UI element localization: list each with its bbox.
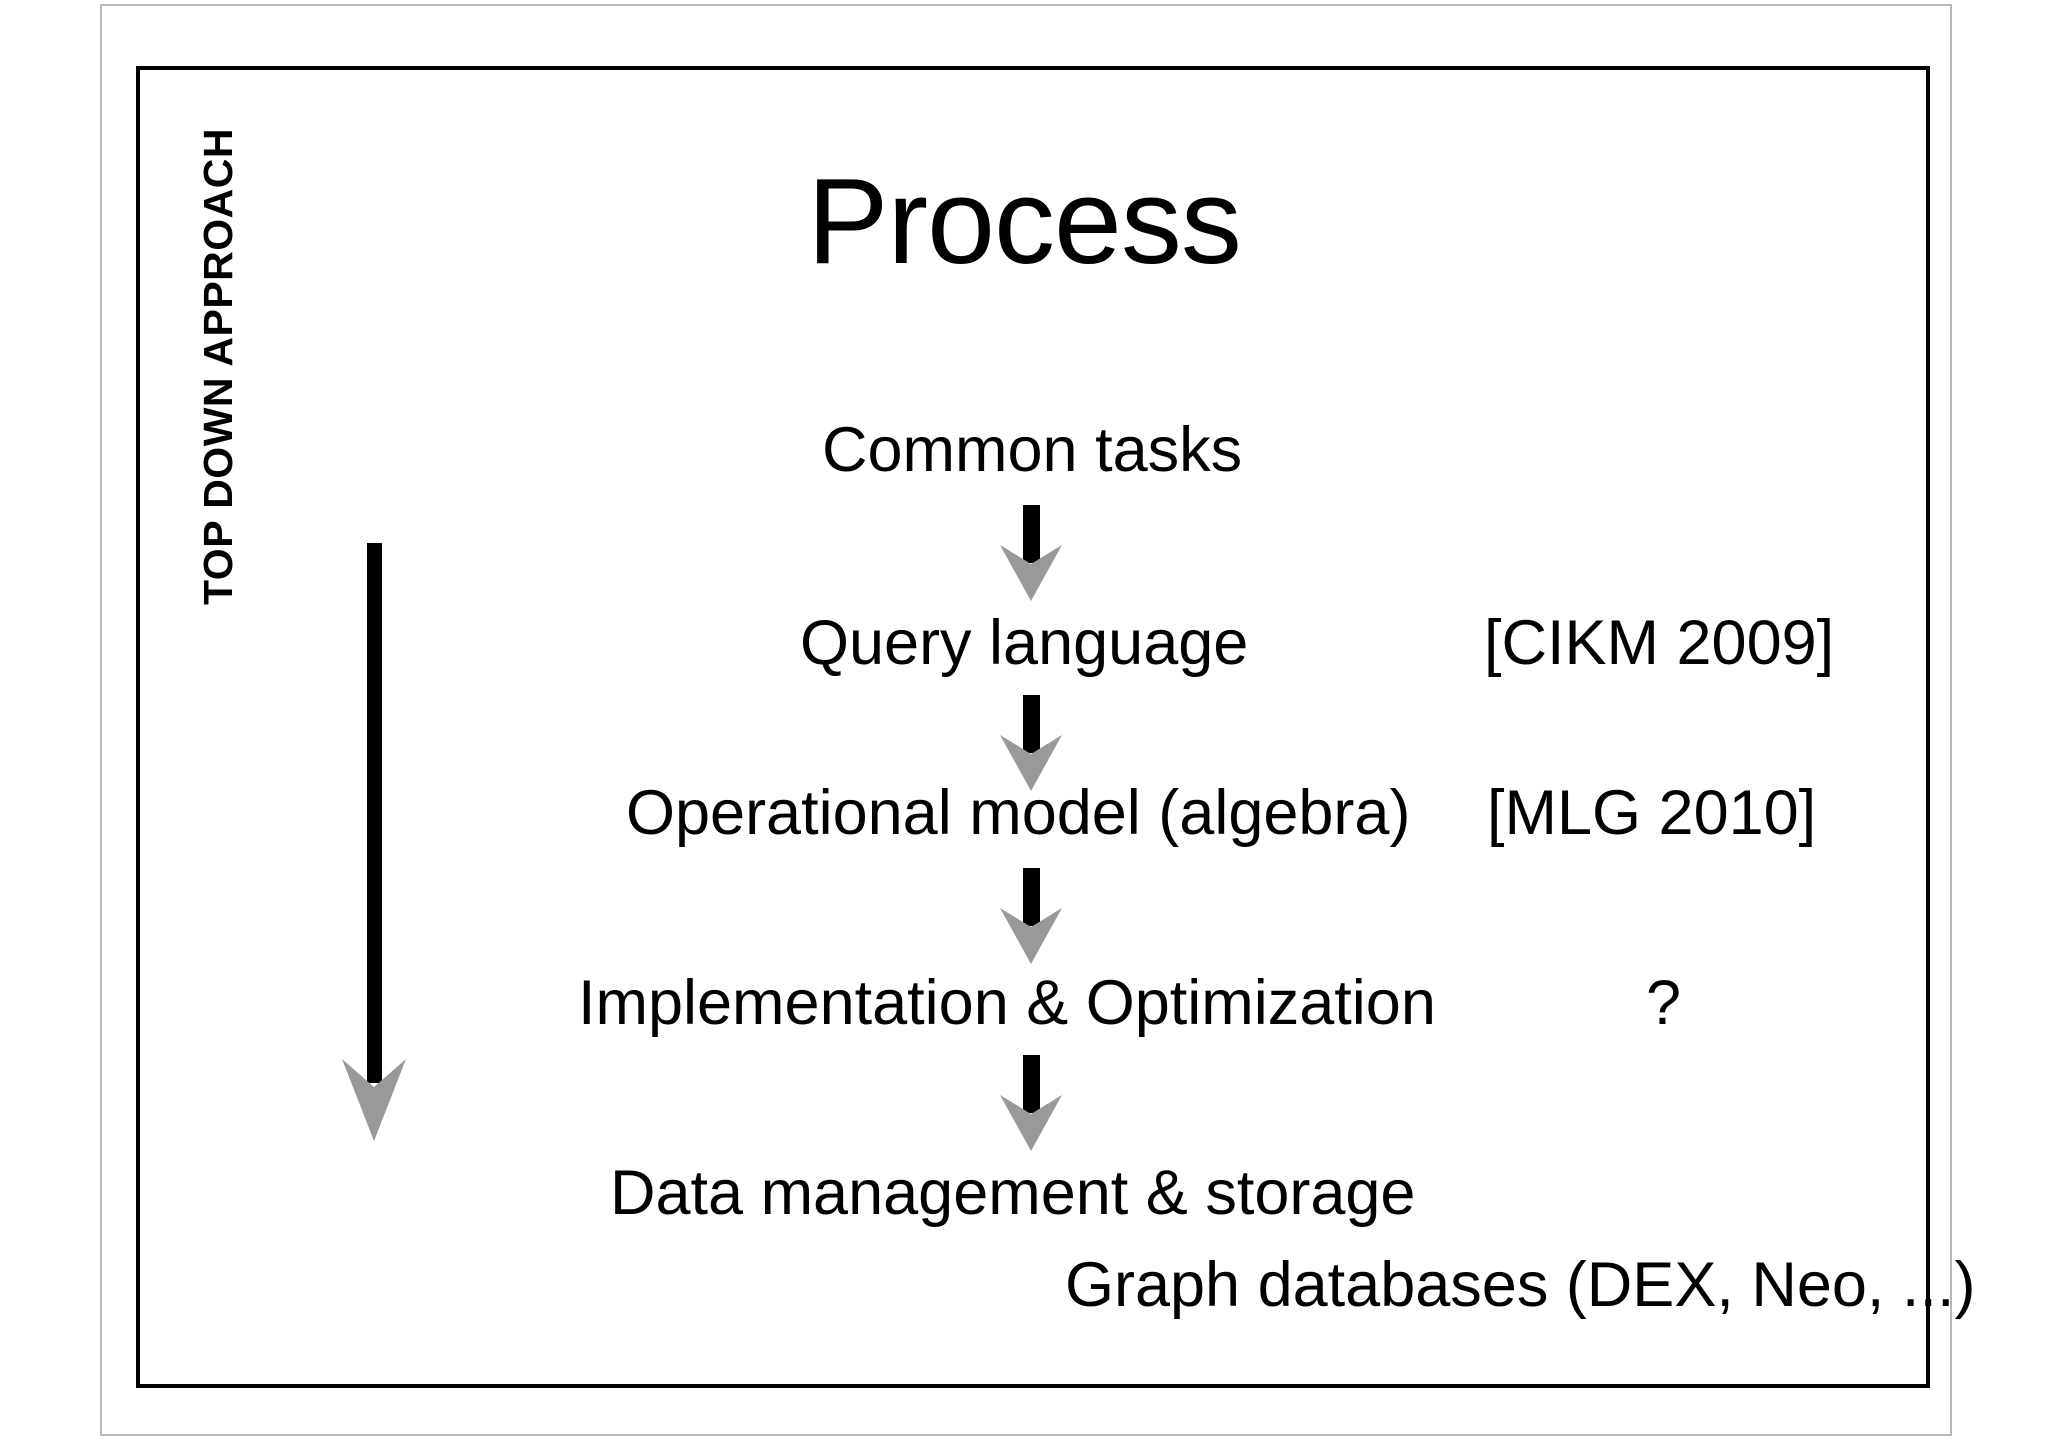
flow-item-citation: ? <box>1646 968 1682 1038</box>
down-arrow-shaft <box>1023 505 1040 563</box>
flow-item-label: Query language <box>800 608 1249 678</box>
flow-row: Data management & storage <box>0 1158 2048 1228</box>
down-arrow-icon <box>1000 505 1062 601</box>
down-arrow-shaft <box>1023 868 1040 926</box>
down-arrow-icon <box>1000 695 1062 791</box>
down-arrow-icon <box>1000 868 1062 964</box>
long-down-arrow-icon <box>342 543 406 1143</box>
down-arrow-head <box>1000 545 1062 601</box>
down-arrow-shaft <box>1023 1055 1040 1113</box>
flow-item-label: Implementation & Optimization <box>578 968 1436 1038</box>
flow-row: Query language [CIKM 2009] <box>0 608 2048 678</box>
graph-databases-footnote: Graph databases (DEX, Neo, ...) <box>1065 1250 1976 1320</box>
flow-item-citation: [CIKM 2009] <box>1484 608 1835 678</box>
flow-row: Operational model (algebra) [MLG 2010] <box>0 778 2048 848</box>
long-down-arrow-shaft <box>367 543 382 1083</box>
down-arrow-head <box>1000 908 1062 964</box>
down-arrow-head <box>1000 735 1062 791</box>
flow-row: Common tasks <box>0 415 2048 485</box>
flow-item-label: Common tasks <box>822 415 1243 485</box>
page-title: Process <box>807 153 1242 289</box>
down-arrow-shaft <box>1023 695 1040 753</box>
down-arrow-icon <box>1000 1055 1062 1151</box>
footnote-row: Graph databases (DEX, Neo, ...) <box>0 1250 2048 1320</box>
top-down-approach-label: TOP DOWN APPROACH <box>195 128 241 605</box>
flow-item-citation: [MLG 2010] <box>1487 778 1817 848</box>
long-down-arrow-head <box>342 1059 406 1141</box>
flow-item-label: Operational model (algebra) <box>626 778 1411 848</box>
flow-item-label: Data management & storage <box>610 1158 1416 1228</box>
flow-row: Implementation & Optimization ? <box>0 968 2048 1038</box>
down-arrow-head <box>1000 1095 1062 1151</box>
